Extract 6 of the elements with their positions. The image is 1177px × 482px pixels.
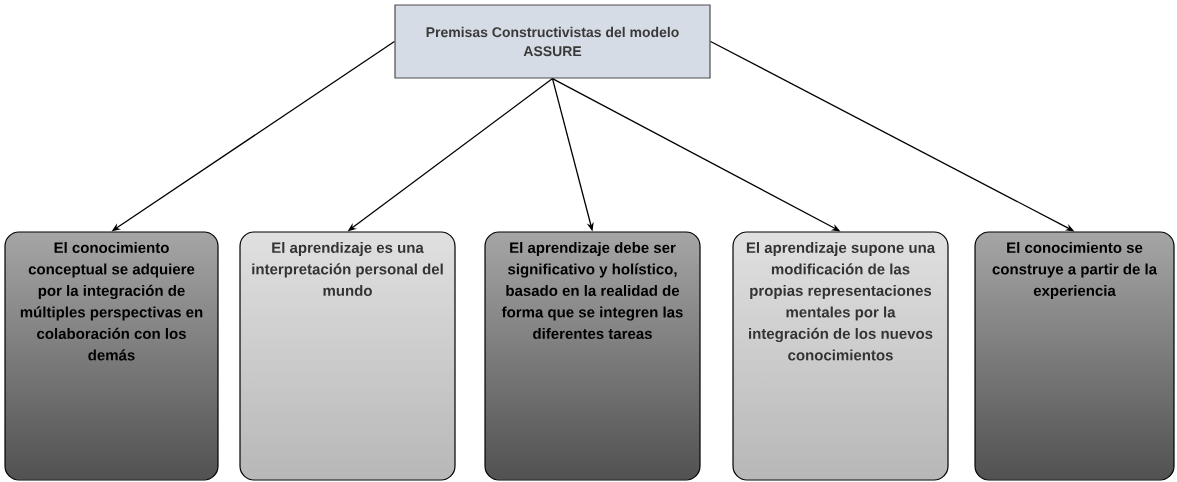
premise-box: El conocimiento conceptual se adquiere por la integración de múltiples perspectivas en colaboración con los demás	[4, 231, 219, 481]
premise-box: El aprendizaje es una interpretación personal del mundo	[239, 231, 456, 481]
premise-box: El aprendizaje debe ser significativo y holístico, basado en la realidad de forma que se integren las diferentes tareas	[484, 231, 701, 481]
premise-box: El conocimiento se construye a partir de la experiencia	[974, 231, 1175, 481]
premise-box: El aprendizaje supone una modificación de las propias representaciones mentales por la integración de los nuevos conocimientos	[732, 231, 949, 481]
title-box: Premisas Constructivistas del modelo ASSURE	[394, 4, 711, 79]
